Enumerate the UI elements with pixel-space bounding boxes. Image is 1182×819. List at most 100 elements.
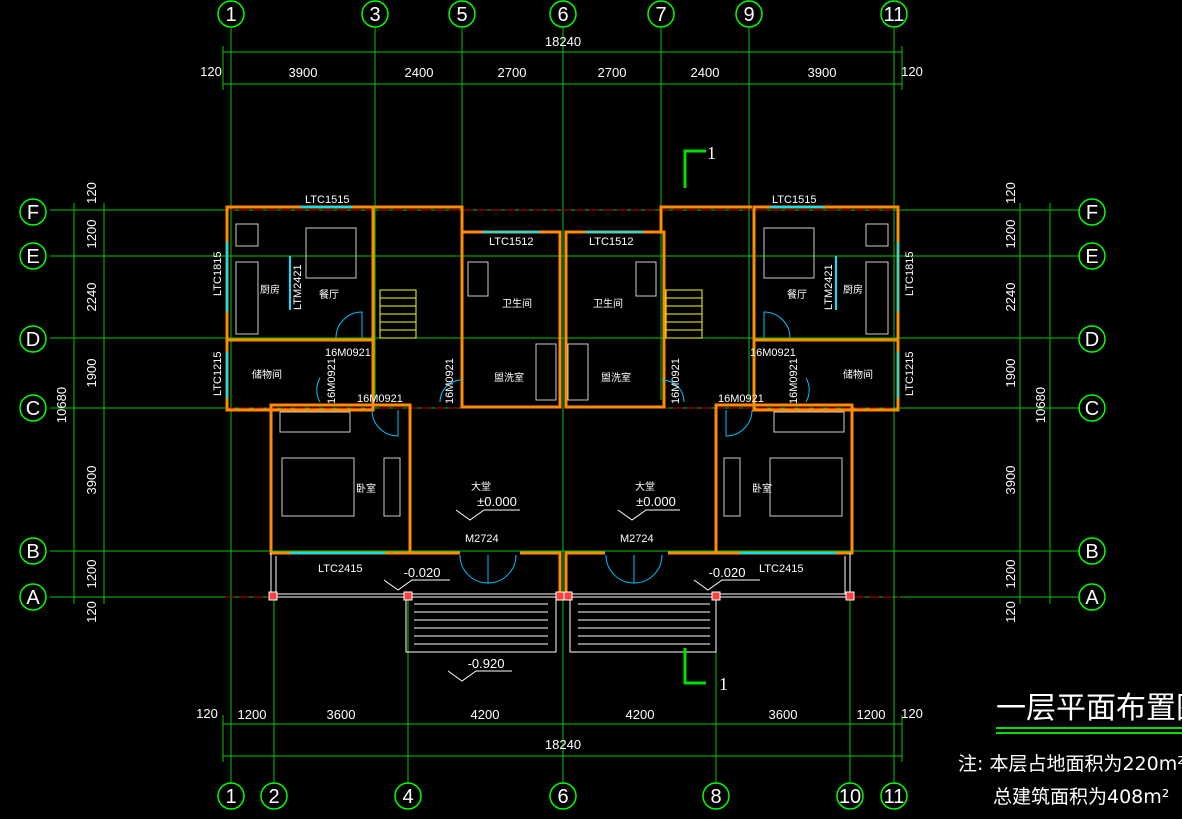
axis-label-top: 9 — [743, 4, 754, 26]
dim-edge: 120 — [84, 182, 99, 204]
axis-label-bottom: 4 — [402, 786, 413, 808]
dim-bottom: 1200 — [857, 707, 886, 722]
axis-label-top: 1 — [225, 4, 236, 26]
axis-label-row: A — [26, 587, 40, 609]
axis-label-bottom: 6 — [557, 786, 568, 808]
note-line: 总建筑面积为408m² — [993, 786, 1169, 808]
window-label: LTC2415 — [318, 563, 362, 575]
window-label: LTC1815 — [904, 252, 916, 296]
room-label: 卫生间 — [593, 297, 623, 310]
dim-edge: 120 — [84, 601, 99, 623]
door-label: 16M0921 — [788, 358, 800, 404]
furniture — [235, 223, 889, 517]
dim-side: 3900 — [1003, 466, 1018, 495]
dim-bottom: 4200 — [626, 707, 655, 722]
room-label: 餐厅 — [319, 288, 339, 301]
door-label: 16M0921 — [326, 358, 338, 404]
door-label: 16M0921 — [357, 393, 403, 405]
dim-top: 2700 — [498, 65, 527, 80]
axis-label-bottom: 11 — [884, 786, 905, 808]
door-label: 16M0921 — [750, 347, 796, 359]
level-label: -0.920 — [468, 656, 505, 671]
section-label: 1 — [707, 143, 716, 163]
dim-edge: 120 — [1003, 601, 1018, 623]
door-label: 16M0921 — [325, 347, 371, 359]
dim-bottom: 4200 — [471, 707, 500, 722]
dim-side: 1200 — [1003, 220, 1018, 249]
level-label: ±0.000 — [636, 494, 676, 509]
dim-edge: 120 — [1003, 182, 1018, 204]
doors — [316, 311, 810, 584]
room-label: 储物间 — [252, 368, 282, 381]
dim-side: 3900 — [84, 466, 99, 495]
dim-side: 1900 — [84, 359, 99, 388]
axis-bubbles-rows — [19, 198, 1106, 611]
drawing-title: 一层平面布置图 — [996, 691, 1182, 726]
room-label: 大堂 — [635, 480, 655, 493]
dim-side-total: 10680 — [1033, 387, 1048, 423]
room-label: 厨房 — [260, 283, 280, 296]
door-label: M2724 — [620, 533, 654, 545]
room-label: 大堂 — [471, 480, 491, 493]
window-label: LTC1515 — [772, 194, 816, 206]
room-label: 卫生间 — [502, 297, 532, 310]
room-label: 卧室 — [356, 482, 376, 495]
window-label: LTC1815 — [212, 252, 224, 296]
level-label: -0.020 — [709, 565, 746, 580]
axis-bubbles-top — [217, 0, 908, 28]
axis-label-row: C — [1085, 398, 1099, 420]
axis-label-bottom: 8 — [710, 786, 721, 808]
room-label: 盥洗室 — [494, 371, 524, 384]
room-label: 卧室 — [752, 482, 772, 495]
window-label: LTC1215 — [904, 352, 916, 396]
level-label: ±0.000 — [477, 494, 517, 509]
stairs — [379, 289, 703, 339]
axis-label-row: F — [1086, 202, 1098, 224]
axis-label-row: A — [1085, 587, 1099, 609]
dim-bottom: 3600 — [327, 707, 356, 722]
room-label: 盥洗室 — [601, 371, 631, 384]
dim-top: 2400 — [691, 65, 720, 80]
room-label: 厨房 — [843, 283, 863, 296]
axis-label-top: 11 — [884, 4, 905, 26]
dim-top: 3900 — [808, 65, 837, 80]
dim-bottom: 3600 — [769, 707, 798, 722]
window-label: LTC1512 — [489, 236, 533, 248]
axis-label-row: D — [1085, 329, 1099, 351]
axis-label-row: F — [27, 202, 39, 224]
axis-label-row: B — [1085, 541, 1098, 563]
dim-edge: 120 — [901, 706, 923, 721]
dimension-lines-bottom — [222, 715, 903, 762]
dim-edge: 120 — [200, 64, 222, 79]
dimension-lines-top — [222, 46, 903, 90]
dim-top: 2700 — [598, 65, 627, 80]
axis-label-row: C — [26, 398, 40, 420]
section-marks — [683, 149, 706, 685]
door-label: 16M0921 — [718, 393, 764, 405]
dim-side: 2240 — [84, 283, 99, 312]
dim-side: 1200 — [84, 560, 99, 589]
columns — [268, 591, 855, 601]
dim-overall-bottom: 18240 — [545, 737, 581, 752]
room-label: 储物间 — [843, 368, 873, 381]
window-label: LTM2421 — [292, 264, 304, 310]
door-label: 16M0921 — [444, 358, 456, 404]
window-label: LTC2415 — [759, 563, 803, 575]
dim-side-total: 10680 — [54, 387, 69, 423]
axis-label-top: 5 — [456, 4, 467, 26]
window-label: LTC1215 — [212, 352, 224, 396]
room-label: 餐厅 — [787, 288, 807, 301]
axis-label-top: 7 — [655, 4, 666, 26]
title-underline — [996, 727, 1182, 734]
axis-label-bottom: 2 — [268, 786, 279, 808]
dim-edge: 120 — [196, 706, 218, 721]
dim-side: 1200 — [84, 220, 99, 249]
axis-bubbles-bottom — [217, 782, 908, 810]
axis-label-bottom: 1 — [225, 786, 236, 808]
level-markers — [383, 509, 760, 682]
axis-label-row: D — [26, 329, 40, 351]
windows — [226, 206, 899, 554]
dim-top: 2400 — [405, 65, 434, 80]
section-label: 1 — [719, 674, 728, 694]
